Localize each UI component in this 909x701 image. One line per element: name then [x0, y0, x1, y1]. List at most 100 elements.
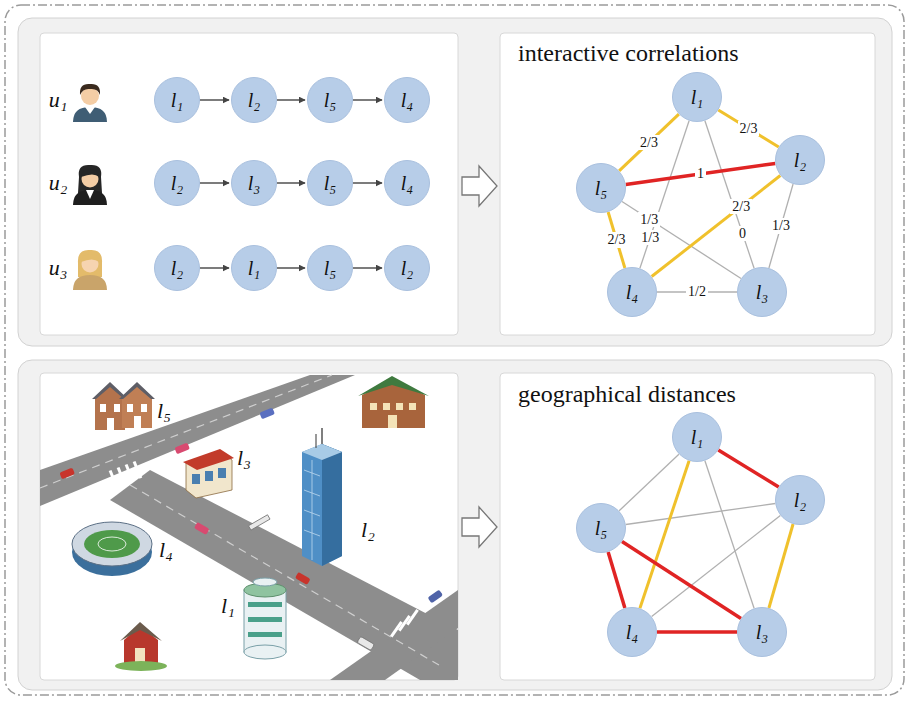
correlation-edge [769, 524, 793, 608]
location-node: l₂ [231, 77, 277, 123]
node-circle-shape [155, 161, 200, 206]
illustration-part [315, 434, 316, 448]
place-label: l₃ [237, 446, 251, 470]
node-circle-shape [608, 608, 657, 657]
sequence-box [40, 33, 458, 335]
location-node: l₄ [607, 267, 657, 317]
sequence-arrow [200, 99, 229, 100]
place-label: l₂ [361, 518, 375, 542]
node-label: l₂ [401, 258, 414, 278]
location-node: l₅ [307, 77, 353, 123]
illustration-part [388, 415, 397, 428]
edge-weight: 2/3 [730, 199, 752, 214]
location-node: l₂ [775, 135, 825, 185]
node-label: l₅ [595, 178, 608, 198]
illustration-part [84, 530, 140, 558]
node-circle-shape [308, 161, 353, 206]
sequence-arrow [200, 182, 229, 183]
illustration-part [248, 617, 282, 622]
node-label: l₄ [401, 173, 414, 193]
sequence-arrow [353, 182, 382, 183]
place-label: l₄ [159, 538, 173, 562]
sequence-arrow [277, 267, 305, 268]
illustration-part [406, 609, 419, 625]
sequence-arrow [353, 99, 382, 100]
edge-weight: 1 [695, 166, 706, 181]
node-label: l₂ [794, 150, 807, 170]
illustration-part [100, 404, 106, 412]
place-label: l₅ [157, 399, 171, 423]
illustration-part [218, 468, 226, 478]
sequence-arrow [353, 267, 382, 268]
correlation-edge [608, 552, 625, 608]
node-label: l₄ [626, 282, 639, 302]
edge-weight: 1/3 [638, 212, 660, 227]
edge-weight: 1/3 [770, 218, 792, 233]
location-node: l₁ [154, 77, 200, 123]
user-label: u₃ [49, 256, 68, 280]
location-node: l₄ [384, 77, 430, 123]
illustration-part [370, 403, 416, 428]
top-panel [18, 18, 892, 346]
illustration-part [134, 416, 141, 428]
node-label: l₃ [248, 173, 261, 193]
node-circle-shape [155, 78, 200, 123]
illustration-part [107, 418, 114, 430]
illustration-part [78, 250, 102, 277]
correlation-edge [705, 121, 754, 269]
correlation-edge [626, 503, 775, 524]
graph-box [500, 33, 875, 335]
node-label: l₅ [324, 258, 337, 278]
sequence-arrow [277, 182, 305, 183]
node-circle-shape [232, 161, 277, 206]
bottom-panel [18, 360, 892, 690]
location-node: l₁ [672, 412, 722, 462]
illustration-part [357, 636, 374, 650]
illustration-part [192, 468, 226, 484]
node-label: l₁ [248, 258, 261, 278]
node-label: l₁ [171, 90, 184, 110]
illustration-part [85, 107, 95, 114]
user-label: u₁ [49, 88, 68, 112]
node-label: l₅ [324, 90, 337, 110]
location-node: l₂ [775, 475, 825, 525]
illustration-part [248, 602, 282, 637]
location-node: l₂ [154, 245, 200, 291]
illustration-part [59, 468, 75, 480]
correlation-edge [657, 630, 737, 634]
node-label: l₁ [691, 87, 704, 107]
hollow-arrow [462, 507, 497, 547]
illustration-part [330, 590, 458, 680]
illustration-part [95, 385, 125, 430]
node-label: l₂ [794, 490, 807, 510]
illustration-part [86, 190, 94, 199]
illustration-part [115, 661, 167, 671]
user-icon [73, 84, 107, 122]
illustration-part [120, 622, 162, 641]
edge-weight: 2/3 [606, 232, 628, 247]
illustration-part [259, 408, 275, 420]
node-circle-shape [308, 246, 353, 291]
illustration-part [248, 632, 282, 637]
illustration-part [409, 403, 416, 410]
illustration-part [100, 404, 147, 430]
correlation-edge [626, 163, 775, 184]
user-icon [73, 250, 107, 290]
location-node: l₂ [384, 245, 430, 291]
illustration-part [244, 590, 286, 652]
graph-box [500, 373, 875, 680]
node-label: l₃ [756, 622, 769, 642]
illustration-part [302, 444, 342, 566]
illustration-part [322, 444, 342, 566]
illustration-part [78, 165, 102, 193]
edge-weight: 1/2 [686, 284, 708, 299]
correlation-edge [619, 114, 679, 171]
illustration-part [124, 626, 158, 664]
edge-weight: 0 [737, 226, 748, 241]
node-circle-shape [155, 246, 200, 291]
illustration-part [362, 380, 425, 428]
illustration-part [428, 590, 443, 604]
location-node: l₁ [231, 245, 277, 291]
